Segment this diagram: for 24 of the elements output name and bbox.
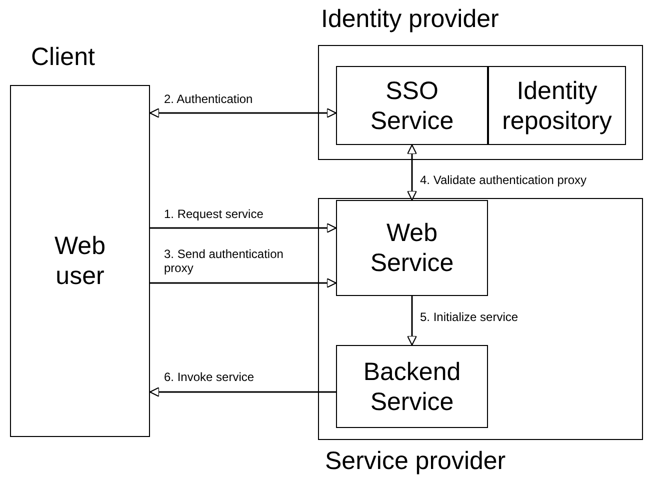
arrow — [150, 222, 337, 234]
box-heading: Client — [31, 42, 95, 73]
box-label: Web Service — [369, 218, 455, 278]
process-box — [488, 66, 626, 145]
edge-label: 4. Validate authentication proxy — [420, 174, 587, 188]
edge-label: 1. Request service — [164, 208, 264, 222]
box-heading: Identity provider — [321, 4, 499, 35]
arrow — [150, 278, 337, 288]
process-box — [336, 66, 488, 145]
edge-label: 5. Initialize service — [420, 311, 518, 325]
box-label: Web user — [54, 231, 106, 291]
arrow — [149, 386, 336, 398]
edge-label: 2. Authentication — [164, 93, 253, 107]
box-label: Identity repository — [501, 76, 613, 136]
box-label: Backend Service — [362, 356, 462, 416]
arrow — [406, 144, 418, 201]
edge-label: 3. Send authentication proxy — [164, 248, 284, 276]
box-heading: Service provider — [325, 446, 506, 477]
arrow — [149, 108, 337, 118]
arrow — [406, 296, 418, 346]
process-box — [336, 345, 488, 428]
edge-label: 6. Invoke service — [164, 371, 254, 385]
box-label: SSO Service — [369, 76, 455, 136]
process-box — [336, 200, 488, 296]
